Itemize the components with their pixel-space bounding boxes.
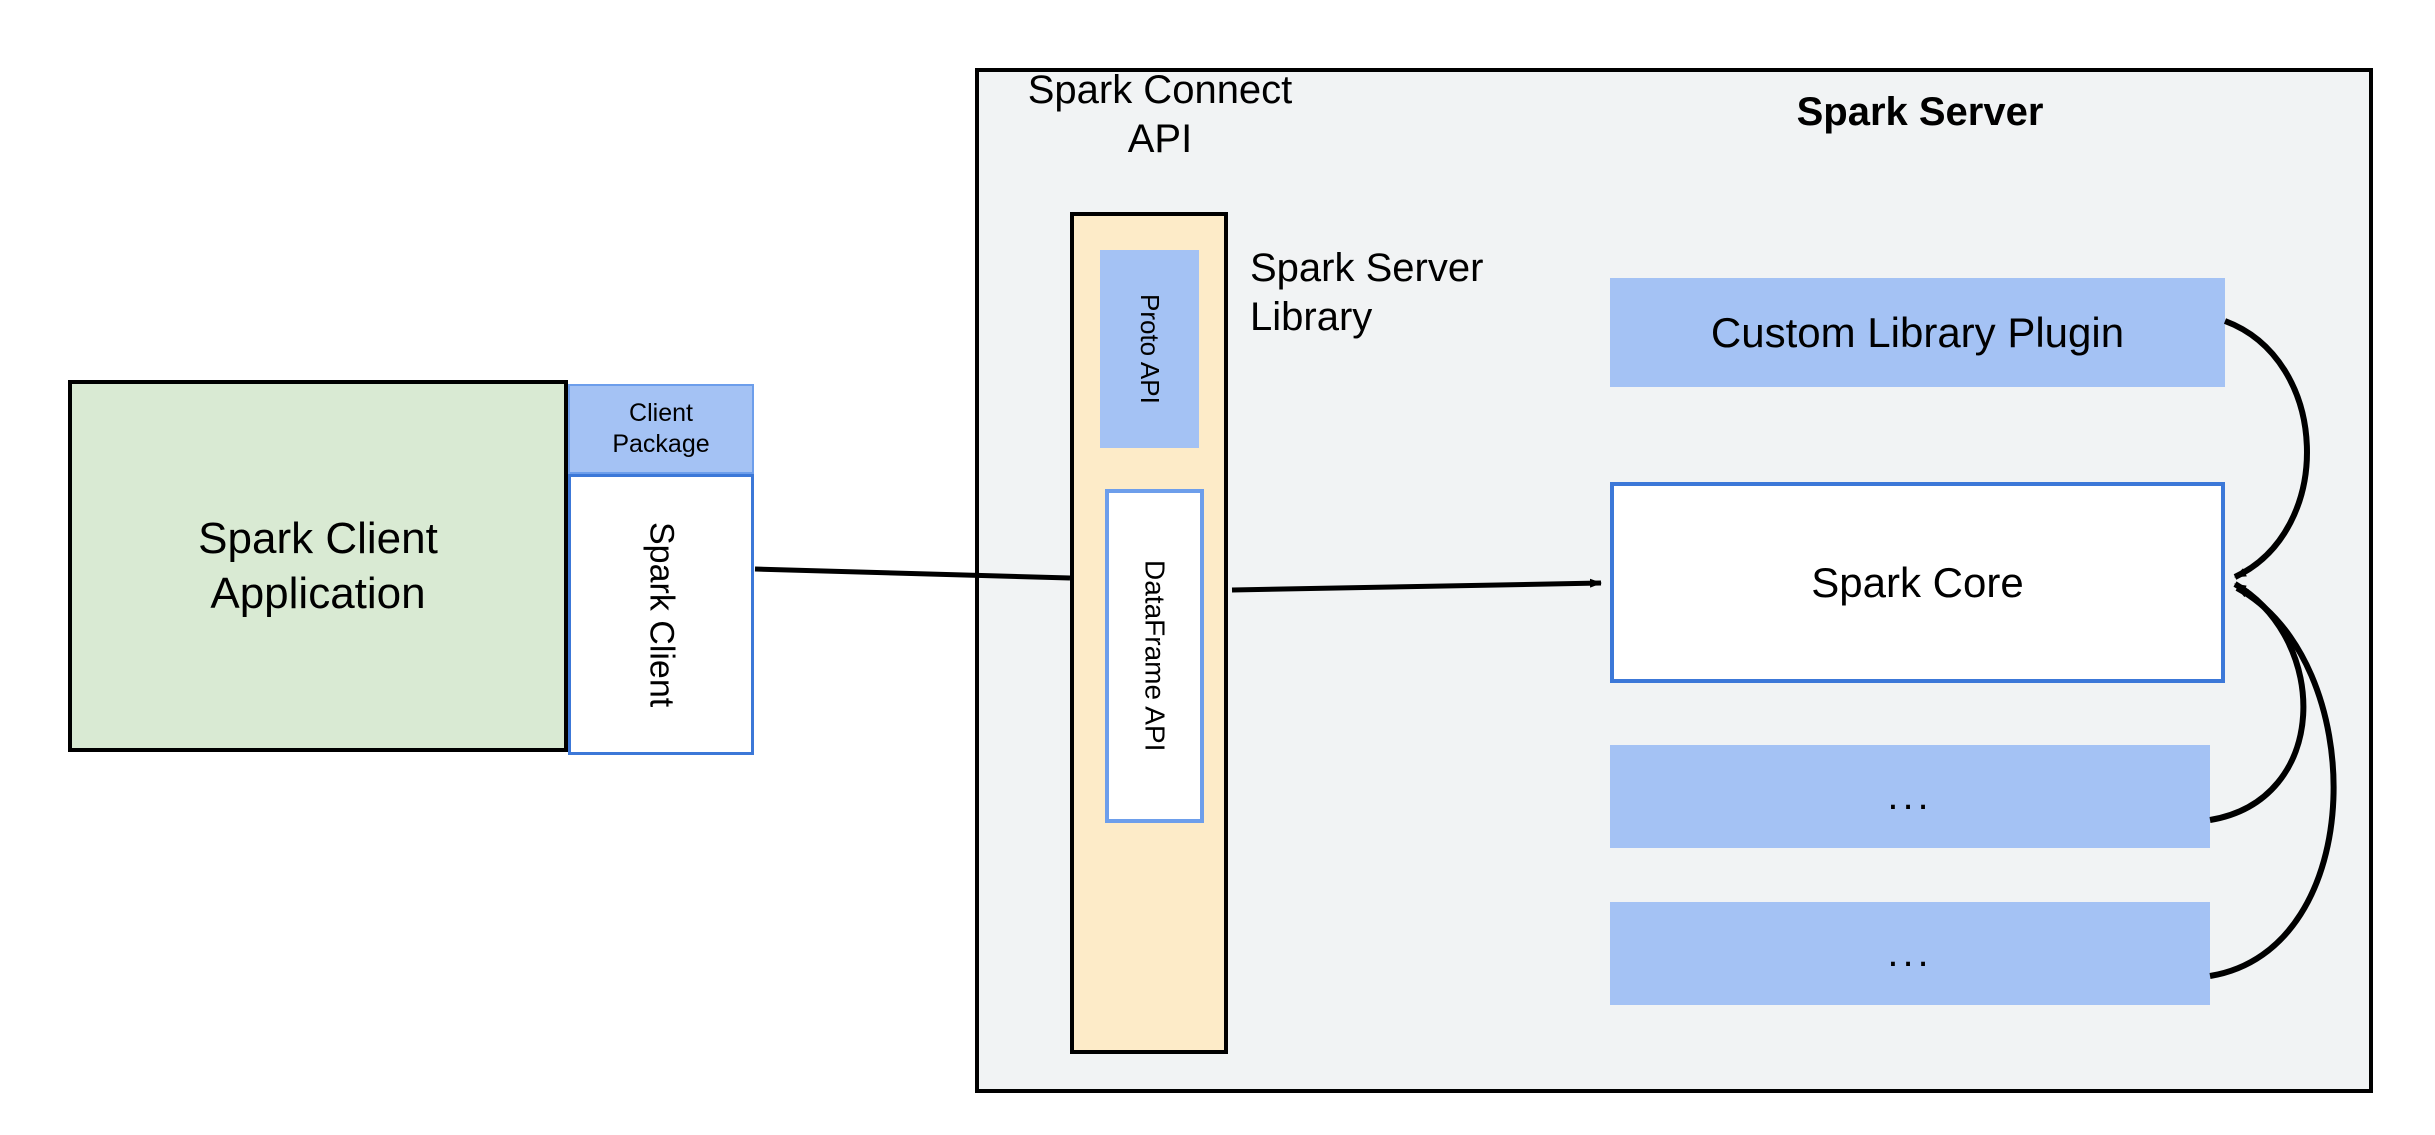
spark-client-application-label: Spark Client Application xyxy=(198,511,438,621)
server-library-line2: Library xyxy=(1250,294,1373,339)
placeholder-component-box-1[interactable]: ... xyxy=(1610,745,2210,848)
spark-connect-api-label: Spark Connect API xyxy=(1015,66,1305,161)
proto-api-box[interactable]: Proto API xyxy=(1100,250,1199,448)
client-package-label: Client Package xyxy=(612,398,709,461)
connect-api-line1: Spark Connect xyxy=(1027,68,1293,112)
custom-library-plugin-box[interactable]: Custom Library Plugin xyxy=(1610,278,2225,387)
dataframe-api-label: DataFrame API xyxy=(1139,560,1171,752)
client-package-line1: Client xyxy=(629,398,693,427)
spark-client-application-box[interactable]: Spark Client Application xyxy=(68,380,568,752)
connect-api-line2: API xyxy=(1127,116,1193,161)
client-package-box[interactable]: Client Package xyxy=(568,384,754,474)
dataframe-api-box[interactable]: DataFrame API xyxy=(1105,489,1204,823)
app-label-line2: Application xyxy=(210,569,426,618)
spark-server-library-label: Spark Server Library xyxy=(1250,244,1550,344)
spark-client-box[interactable]: Spark Client xyxy=(568,474,754,755)
server-library-line1: Spark Server xyxy=(1250,246,1484,290)
proto-api-label: Proto API xyxy=(1135,294,1165,404)
spark-core-box[interactable]: Spark Core xyxy=(1610,482,2225,683)
placeholder-component-box-2[interactable]: ... xyxy=(1610,902,2210,1005)
spark-server-title: Spark Server xyxy=(1796,90,2044,134)
client-package-line2: Package xyxy=(612,430,710,458)
spark-client-label: Spark Client xyxy=(642,521,681,708)
app-label-line1: Spark Client xyxy=(198,514,438,563)
